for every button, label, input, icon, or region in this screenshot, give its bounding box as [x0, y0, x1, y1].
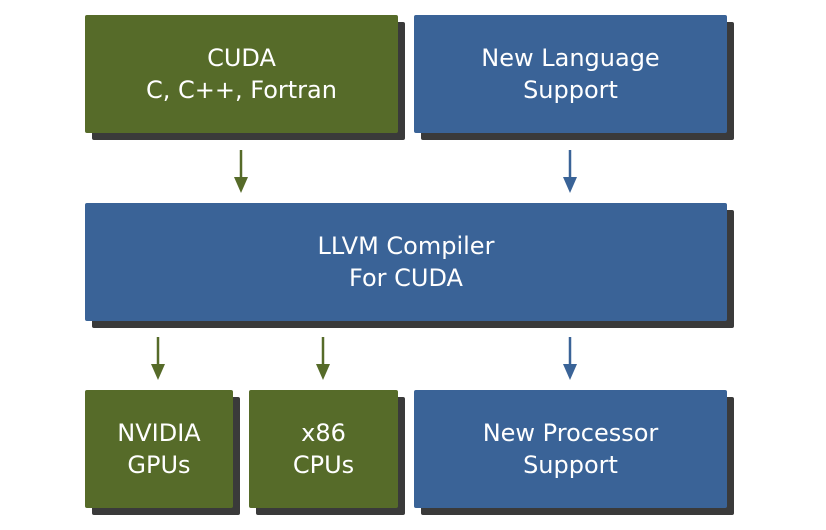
cuda-box-title: CUDA	[207, 44, 276, 72]
nvidia-gpus-box-subtitle: GPUs	[127, 451, 191, 479]
x86-cpus-box-title: x86	[301, 419, 346, 447]
new-processor-box-title: New Processor	[482, 419, 659, 447]
x86-cpus-box: x86 CPUs	[249, 390, 398, 508]
nvidia-gpus-box-title: NVIDIA	[117, 419, 201, 447]
new-processor-box-subtitle: Support	[523, 451, 618, 479]
llvm-compiler-box-title: LLVM Compiler	[317, 232, 495, 260]
x86-cpus-box-subtitle: CPUs	[292, 451, 355, 479]
llvm-compiler-box-subtitle: For CUDA	[349, 264, 463, 292]
arrow-llvm-to-processor	[563, 337, 577, 380]
arrow-llvm-to-nvidia	[151, 337, 165, 380]
arrow-language-to-llvm	[563, 150, 577, 193]
arrow-llvm-to-x86	[316, 337, 330, 380]
llvm-compiler-box: LLVM Compiler For CUDA	[85, 203, 727, 321]
new-processor-box: New Processor Support	[414, 390, 727, 508]
cuda-box: CUDA C, C++, Fortran	[85, 15, 398, 133]
arrow-cuda-to-llvm	[234, 150, 248, 193]
nvidia-gpus-box: NVIDIA GPUs	[85, 390, 233, 508]
new-language-box-subtitle: Support	[523, 76, 618, 104]
new-language-box: New Language Support	[414, 15, 727, 133]
cuda-box-subtitle: C, C++, Fortran	[146, 76, 337, 104]
new-language-box-title: New Language	[481, 44, 660, 72]
